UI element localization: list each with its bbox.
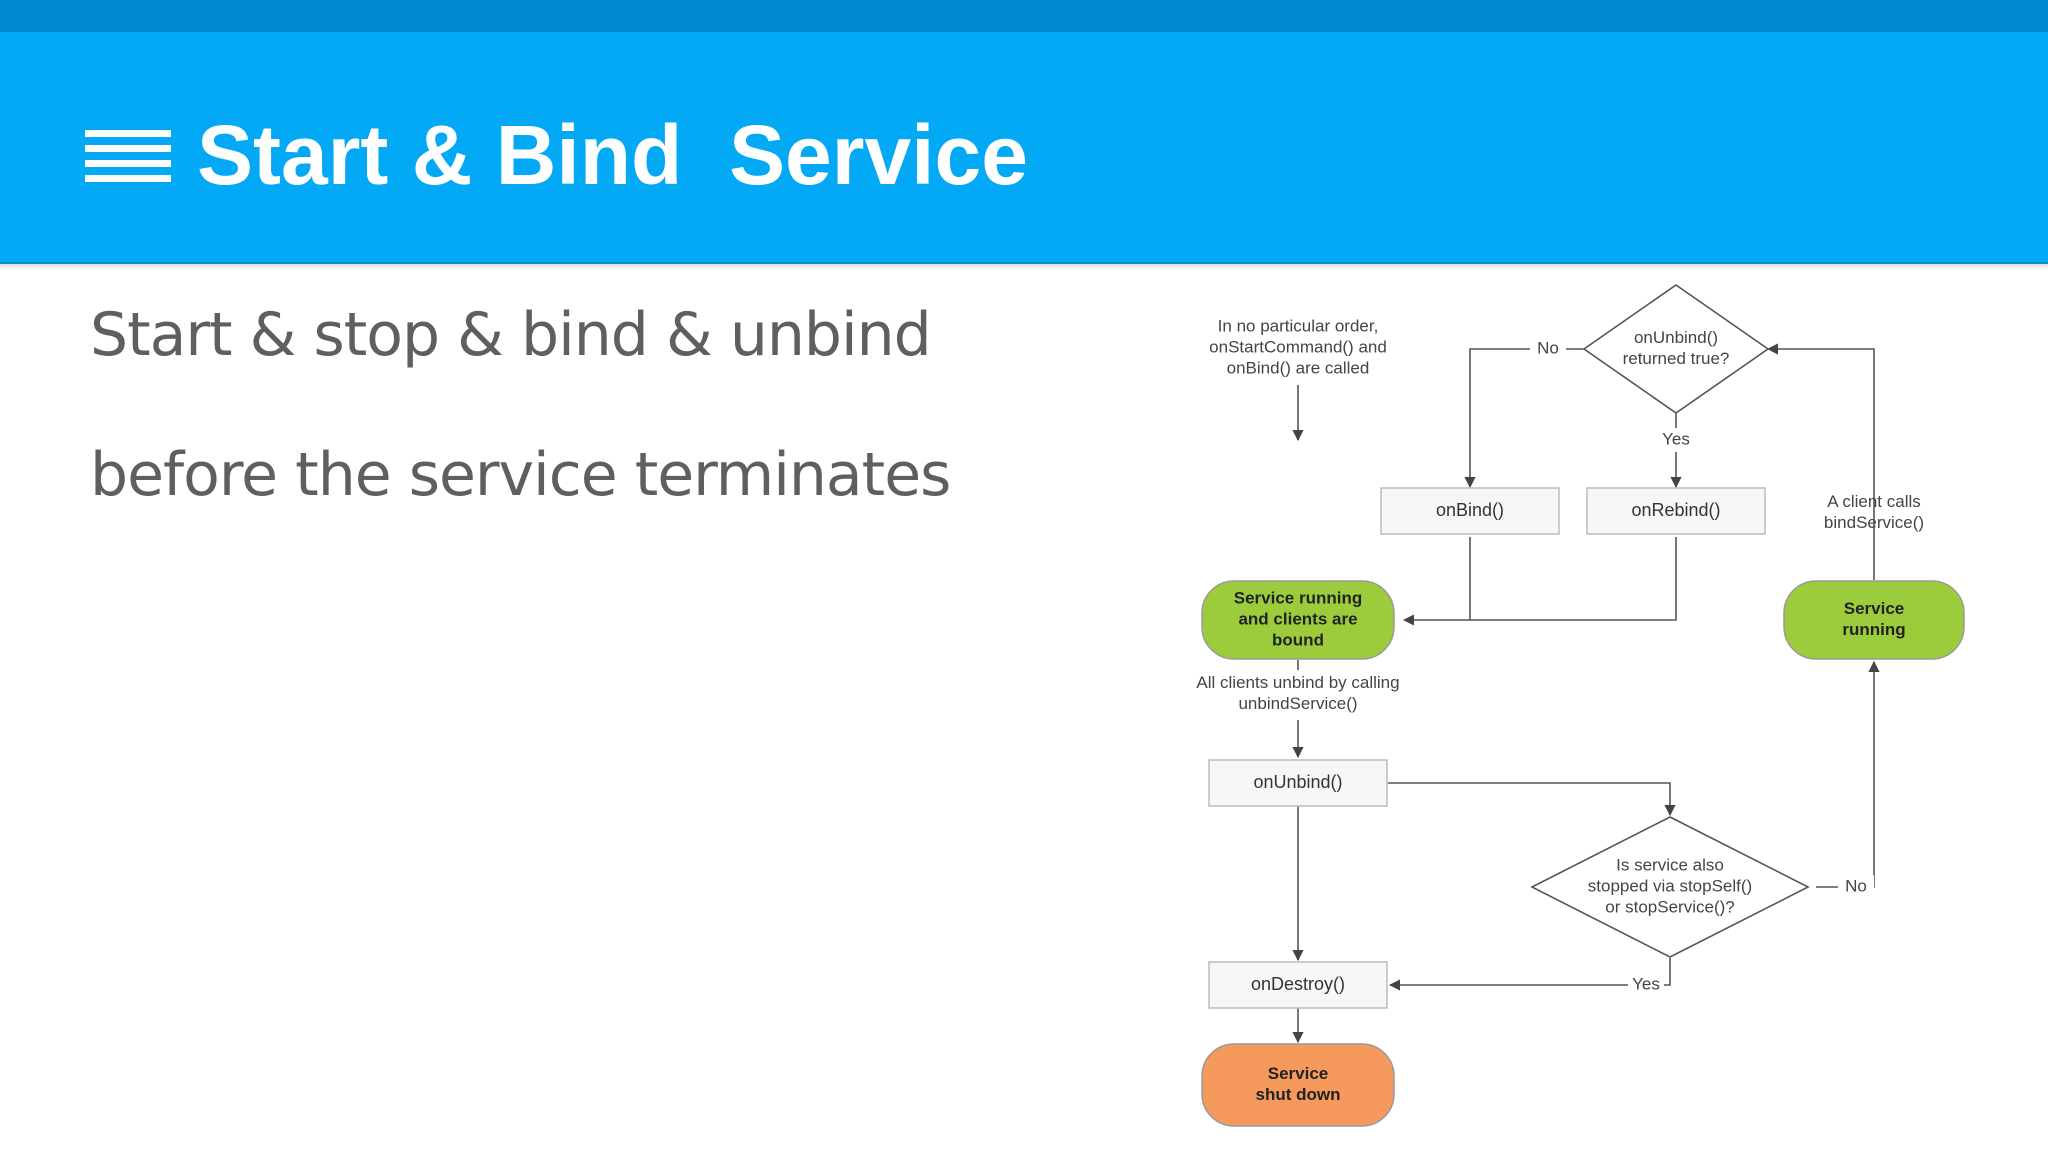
note-client-calls-bind-line: bindService() xyxy=(1824,513,1924,532)
label-no-top: No xyxy=(1537,338,1559,357)
top-strip xyxy=(0,0,2048,32)
box-onrebind: onRebind() xyxy=(1586,487,1766,535)
note-client-calls-bind: A client calls bindService() xyxy=(1824,492,1924,532)
node-service-running-bound-text-line: and clients are xyxy=(1238,609,1357,628)
node-service-shut-down-text: Service shut down xyxy=(1256,1064,1341,1104)
slide-title: Start & Bind Service xyxy=(197,108,1028,202)
node-service-running-bound xyxy=(1201,580,1395,660)
node-service-running-text-line: running xyxy=(1842,620,1905,639)
box-onrebind-label: onRebind() xyxy=(1631,500,1720,520)
decision-service-stopped-text-line: stopped via stopSelf() xyxy=(1588,876,1752,895)
node-service-running xyxy=(1783,580,1965,660)
note-all-clients-unbind-line: All clients unbind by calling xyxy=(1196,673,1399,692)
hamburger-menu-icon[interactable] xyxy=(85,130,171,182)
box-ondestroy-label: onDestroy() xyxy=(1251,974,1345,994)
body-text-line-1: Start & stop & bind & unbind xyxy=(90,300,932,370)
node-service-running-bound-text-line: bound xyxy=(1272,630,1324,649)
box-ondestroy: onDestroy() xyxy=(1208,961,1388,1009)
node-service-shut-down-text-line: shut down xyxy=(1256,1085,1341,1104)
note-client-calls-bind-line: A client calls xyxy=(1827,492,1921,511)
note-particular-order-line: onStartCommand() and xyxy=(1209,337,1387,356)
decision-onunbind-returned-true xyxy=(1582,284,1770,414)
box-onunbind: onUnbind() xyxy=(1208,759,1388,807)
service-lifecycle-diagram: In no particular order, onStartCommand() … xyxy=(1183,284,1965,1127)
note-all-clients-unbind: All clients unbind by calling unbindServi… xyxy=(1196,673,1399,713)
note-particular-order-line: onBind() are called xyxy=(1227,358,1370,377)
slide-header xyxy=(0,32,2048,264)
box-onbind-label: onBind() xyxy=(1436,500,1504,520)
node-service-running-bound-text: Service running and clients are bound xyxy=(1234,588,1362,649)
node-service-shut-down xyxy=(1201,1043,1395,1127)
box-onunbind-label: onUnbind() xyxy=(1253,772,1342,792)
note-particular-order: In no particular order, onStartCommand() … xyxy=(1209,316,1387,377)
node-service-running-bound-text-line: Service running xyxy=(1234,588,1362,607)
body-text-line-2: before the service terminates xyxy=(90,440,951,510)
box-onbind: onBind() xyxy=(1380,487,1560,535)
decision-onunbind-returned-true-text-line: returned true? xyxy=(1623,349,1730,368)
label-yes-bottom: Yes xyxy=(1632,974,1660,993)
note-all-clients-unbind-line: unbindService() xyxy=(1238,694,1357,713)
header-shadow xyxy=(0,262,2048,270)
node-service-shut-down-text-line: Service xyxy=(1268,1064,1329,1083)
decision-service-stopped-text: Is service also stopped via stopSelf() or … xyxy=(1588,855,1752,916)
label-yes-top: Yes xyxy=(1662,429,1690,448)
node-service-running-text-line: Service xyxy=(1844,599,1905,618)
decision-service-stopped xyxy=(1530,816,1810,958)
note-particular-order-line: In no particular order, xyxy=(1218,316,1379,335)
decision-service-stopped-text-line: or stopService()? xyxy=(1605,897,1734,916)
label-no-bottom: No xyxy=(1845,876,1867,895)
decision-onunbind-returned-true-text: onUnbind() returned true? xyxy=(1623,328,1730,368)
node-service-running-text: Service running xyxy=(1842,599,1905,639)
decision-onunbind-returned-true-text-line: onUnbind() xyxy=(1634,328,1718,347)
decision-service-stopped-text-line: Is service also xyxy=(1616,855,1724,874)
